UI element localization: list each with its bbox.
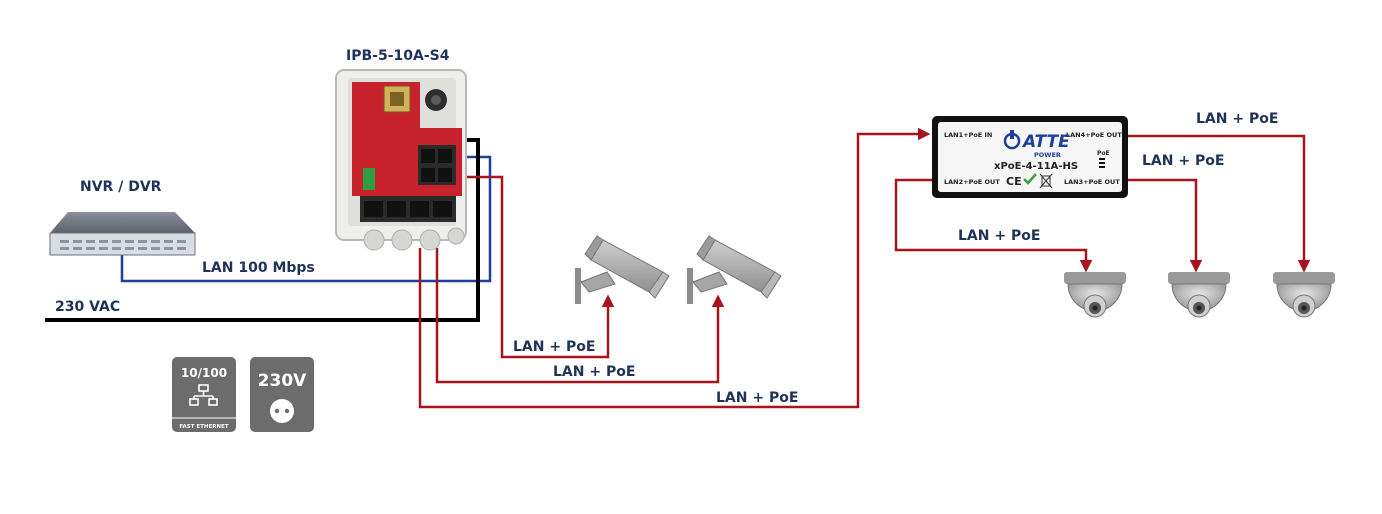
extender-port-lan2: LAN2+PoE OUT <box>944 178 1000 186</box>
poe-label-extender: LAN + PoE <box>716 390 798 406</box>
network-icon <box>189 384 218 406</box>
rohs-check-icon <box>1023 173 1037 185</box>
switch-title: IPB-5-10A-S4 <box>346 48 450 64</box>
dome-camera-2 <box>1168 272 1230 318</box>
poe-switch-device <box>335 69 467 251</box>
poe-label-out-lan4: LAN + PoE <box>1196 111 1278 127</box>
bullet-camera-1 <box>575 235 670 304</box>
poe-cable-extender <box>418 127 931 409</box>
poe-label-out-lan2: LAN + PoE <box>958 228 1040 244</box>
fast-ethernet-badge <box>172 357 236 432</box>
ethernet-caption-label: FAST ETHERNET <box>179 424 228 430</box>
poe-label-out-lan3: LAN + PoE <box>1142 153 1224 169</box>
nvr-dvr-label: NVR / DVR <box>80 179 162 195</box>
poe-cable-out-lan3 <box>1126 178 1203 273</box>
lan-cable-nvr <box>120 155 492 283</box>
bullet-camera-2 <box>687 235 782 304</box>
vac-label: 230 VAC <box>55 299 120 315</box>
extender-ce-mark: CE <box>1006 175 1022 188</box>
extender-model: xPoE-4-11A-HS <box>994 161 1078 172</box>
poe-label-camera-1: LAN + PoE <box>513 339 595 355</box>
poe-cable-camera-2 <box>435 248 725 384</box>
weee-bin-icon <box>1039 173 1053 189</box>
extender-led-indicator <box>1099 158 1105 168</box>
ethernet-speed-label: 10/100 <box>181 366 227 380</box>
extender-brand: ATTE <box>1021 132 1070 152</box>
poe-cable-out-lan2 <box>894 178 1093 273</box>
poe-label-camera-2: LAN + PoE <box>553 364 635 380</box>
extender-port-lan1: LAN1+PoE IN <box>944 131 992 139</box>
voltage-label: 230V <box>258 371 307 391</box>
extender-brand-sub: POWER <box>1034 151 1061 159</box>
poe-cable-camera-1 <box>462 175 615 359</box>
extender-port-lan4: LAN4+PoE OUT <box>1066 131 1122 139</box>
power-cable-230vac <box>45 138 480 322</box>
poe-extender-device <box>932 116 1128 198</box>
power-outlet-icon <box>270 399 294 423</box>
lan-100-label: LAN 100 Mbps <box>202 260 315 276</box>
poe-cable-out-lan4 <box>1126 134 1311 273</box>
nvr-dvr-device <box>49 212 196 256</box>
dome-camera-1 <box>1064 272 1126 318</box>
dome-camera-3 <box>1273 272 1335 318</box>
extender-poe-tag: PoE <box>1097 150 1110 157</box>
voltage-badge <box>250 357 314 432</box>
extender-port-lan3: LAN3+PoE OUT <box>1064 178 1120 186</box>
